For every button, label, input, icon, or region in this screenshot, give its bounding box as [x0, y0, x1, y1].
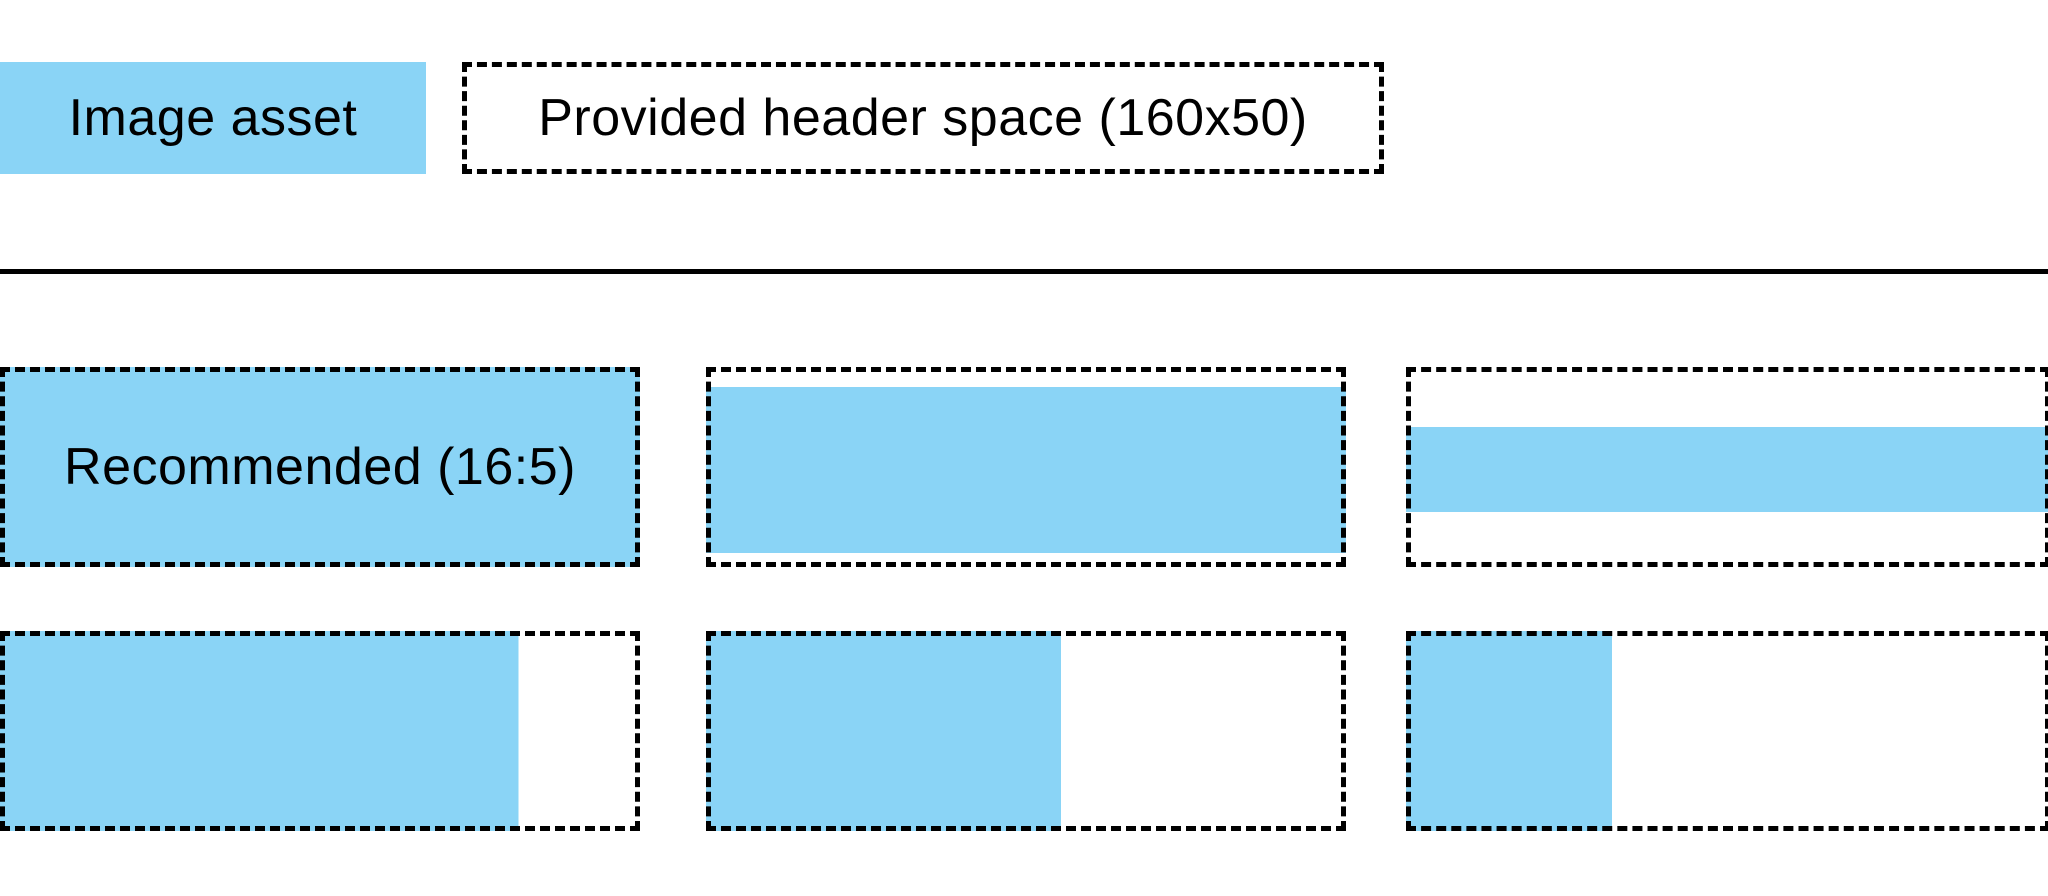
header-space-box-recommended: Recommended (16:5): [0, 367, 640, 567]
header-space-box-very-wide-image: [1406, 367, 2048, 567]
recommended-label: Recommended (16:5): [64, 438, 576, 496]
header-space-box-tall-image: [0, 631, 640, 831]
header-space-box-wide-image: [706, 367, 1346, 567]
legend-image-asset-label: Image asset: [68, 89, 358, 147]
section-divider: [0, 269, 2048, 274]
header-space-box-tallest-image: [1406, 631, 2048, 831]
header-space-box-taller-image: [706, 631, 1346, 831]
legend-image-asset-swatch: Image asset: [0, 62, 426, 174]
legend-header-space-label: Provided header space (160x50): [538, 89, 1308, 147]
legend-header-space-box: Provided header space (160x50): [462, 62, 1384, 174]
